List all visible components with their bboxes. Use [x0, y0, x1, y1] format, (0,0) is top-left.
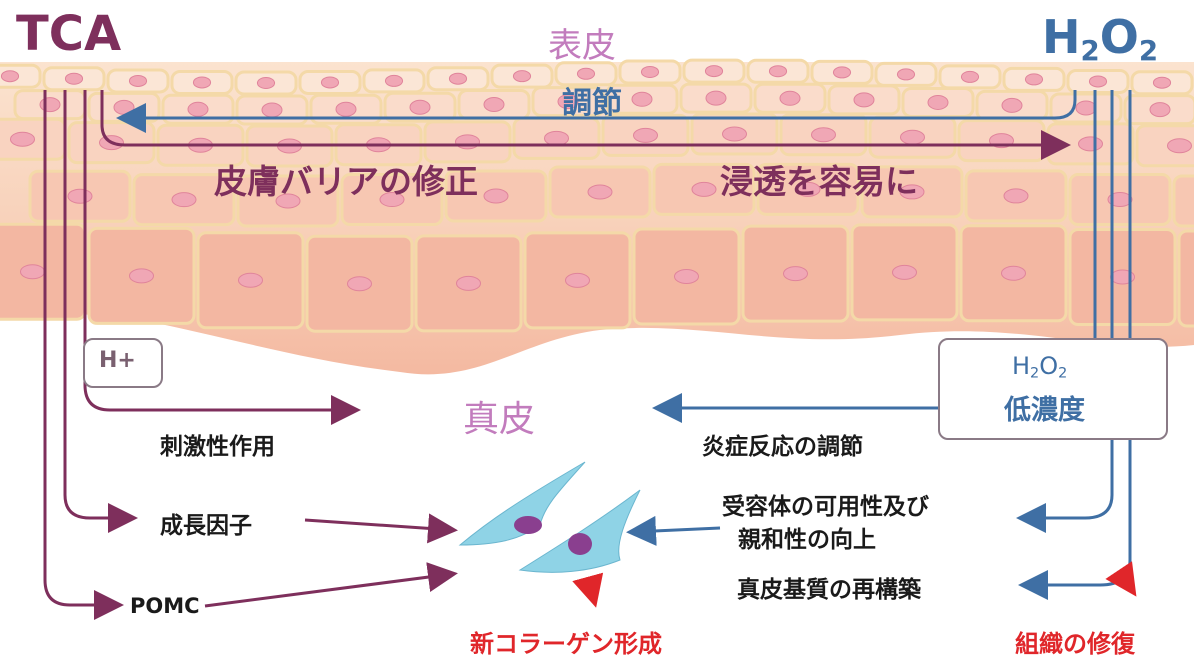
- cell-nucleus: [261, 102, 283, 118]
- cell-nucleus: [113, 99, 135, 115]
- cell-nucleus: [565, 272, 590, 288]
- cell-nucleus: [1152, 76, 1172, 89]
- cell-nucleus: [853, 92, 875, 108]
- cell-nucleus: [705, 90, 727, 106]
- cell-nucleus: [557, 94, 579, 110]
- cell-nucleus: [896, 68, 916, 81]
- cell-nucleus: [384, 74, 404, 87]
- cell-nucleus: [832, 66, 852, 79]
- cell-nucleus: [456, 275, 481, 291]
- h2o2-box-formula: H2O2: [1012, 352, 1068, 382]
- skin-cells: [0, 58, 1194, 333]
- cell-nucleus: [691, 181, 717, 197]
- cell-nucleus: [1024, 73, 1044, 86]
- cell-nucleus: [704, 65, 724, 78]
- cell-nucleus: [1003, 188, 1029, 204]
- cell-nucleus: [379, 192, 405, 208]
- collagen-label: 新コラーゲン形成: [470, 630, 662, 658]
- cell-nucleus: [633, 127, 658, 143]
- pomc-label: POMC: [130, 594, 200, 618]
- cell-nucleus: [640, 65, 660, 78]
- cell-nucleus: [483, 96, 505, 112]
- irritation-label: 刺激性作用: [160, 434, 275, 460]
- cell-nucleus: [483, 188, 509, 204]
- cell-nucleus: [335, 101, 357, 117]
- cell-nucleus: [1075, 100, 1097, 116]
- cell-nucleus: [39, 97, 61, 113]
- cell-nucleus: [448, 72, 468, 85]
- cell-nucleus: [1149, 102, 1171, 118]
- cell-nucleus: [455, 134, 480, 150]
- h2o2-low-box: H2O2 低濃度: [938, 338, 1168, 440]
- cell-nucleus: [795, 181, 821, 197]
- cell-nucleus: [187, 101, 209, 117]
- epidermis-label: 表皮: [548, 26, 616, 66]
- repair-arrow: [1105, 561, 1137, 597]
- regulation-label: 調節: [562, 86, 622, 121]
- cell-nucleus: [20, 264, 45, 280]
- barrier-label: 皮膚バリアの修正: [214, 162, 478, 201]
- tca-title: TCA: [16, 6, 122, 62]
- cell-nucleus: [1078, 136, 1103, 152]
- cell-nucleus: [960, 70, 980, 83]
- cell-nucleus: [779, 90, 801, 106]
- hplus-box: H+: [83, 338, 163, 388]
- receptor-label-2: 親和性の向上: [738, 527, 876, 553]
- skin-cell: [1177, 229, 1194, 328]
- cell-nucleus: [1167, 138, 1192, 154]
- dermis-label: 真皮: [463, 399, 536, 440]
- receptor-label-1: 受容体の可用性及び: [722, 494, 929, 520]
- cell-nucleus: [1001, 97, 1023, 113]
- low-concentration-label: 低濃度: [1004, 395, 1085, 426]
- cell-nucleus: [275, 193, 301, 209]
- h2o2-title: H2O2: [1042, 10, 1159, 67]
- cell-nucleus: [899, 184, 925, 200]
- hplus-label: H+: [99, 348, 136, 373]
- cell-nucleus: [1001, 265, 1026, 281]
- cell-nucleus: [631, 91, 653, 107]
- cell-nucleus: [238, 272, 263, 288]
- fibroblast-cells: [458, 461, 641, 573]
- cell-nucleus: [783, 266, 808, 282]
- cell-nucleus: [64, 72, 84, 85]
- cell-nucleus: [674, 269, 699, 285]
- cell-nucleus: [67, 188, 93, 204]
- cell-nucleus: [320, 76, 340, 89]
- cell-nucleus: [576, 67, 596, 80]
- inflammation-label: 炎症反応の調節: [702, 434, 863, 460]
- cell-nucleus: [768, 65, 788, 78]
- skin-cell: [1135, 124, 1194, 168]
- cell-nucleus: [129, 268, 154, 284]
- cell-nucleus: [722, 126, 747, 142]
- cell-nucleus: [587, 184, 613, 200]
- cell-nucleus: [192, 76, 212, 89]
- penetration-label: 浸透を容易に: [720, 162, 918, 201]
- cell-nucleus: [10, 131, 35, 147]
- cell-nucleus: [256, 76, 276, 89]
- cell-nucleus: [1088, 75, 1108, 88]
- cell-nucleus: [1107, 192, 1133, 208]
- cell-nucleus: [892, 264, 917, 280]
- repair-label: 組織の修復: [1015, 630, 1135, 658]
- growth-factor-label: 成長因子: [160, 513, 252, 539]
- cell-nucleus: [409, 99, 431, 115]
- skin-cell: [1172, 174, 1194, 228]
- cell-nucleus: [900, 129, 925, 145]
- cell-nucleus: [811, 127, 836, 143]
- collagen-arrow: [572, 572, 604, 608]
- cell-nucleus: [544, 130, 569, 146]
- cell-nucleus: [171, 192, 197, 208]
- cell-nucleus: [128, 74, 148, 87]
- cell-nucleus: [347, 276, 372, 292]
- cell-nucleus: [512, 70, 532, 83]
- cell-nucleus: [0, 70, 20, 83]
- matrix-label: 真皮基質の再構築: [737, 577, 921, 603]
- cell-nucleus: [927, 94, 949, 110]
